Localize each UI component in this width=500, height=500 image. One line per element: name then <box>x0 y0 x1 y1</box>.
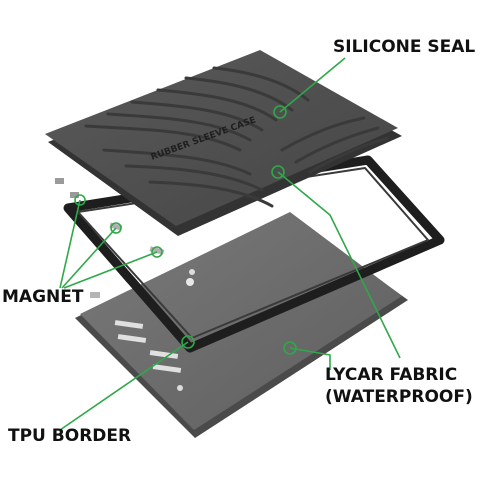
magnet-piece <box>90 292 100 298</box>
fabric-rivet <box>186 278 194 286</box>
callout-magnet-line-3 <box>63 251 158 289</box>
fabric-slot <box>152 364 182 373</box>
callout-lines <box>59 57 401 431</box>
callout-fabric-dot <box>283 341 297 355</box>
callout-frame-dot <box>271 165 285 179</box>
fabric-slot <box>117 334 147 343</box>
callout-tpu-dot <box>181 335 195 349</box>
magnet-piece <box>70 192 79 198</box>
label-silicone-seal: SILICONE SEAL <box>333 37 476 57</box>
label-lycra-fabric: LYCAR FABRIC (WATERPROOF) <box>325 364 473 408</box>
callout-seal-line <box>279 57 346 113</box>
fabric-rivet <box>177 385 183 391</box>
label-lycra-line-2: (WATERPROOF) <box>325 387 473 407</box>
callout-frame-line <box>277 171 401 359</box>
callout-tpu-line <box>59 341 189 431</box>
fabric-rivet <box>189 269 195 275</box>
fabric-slot <box>114 320 144 329</box>
callout-seal-dot <box>273 105 287 119</box>
callout-fabric-line <box>289 347 331 370</box>
label-magnet: MAGNET <box>2 287 84 307</box>
callout-magnet-line-1 <box>59 199 81 289</box>
magnet-piece <box>55 178 64 184</box>
callout-magnet-dot-3 <box>151 246 163 258</box>
silicone-seal-panel: RUBBER SLEEVE CASE <box>45 50 402 236</box>
label-tpu-border: TPU BORDER <box>8 426 132 446</box>
fabric-slot <box>149 350 179 359</box>
callout-magnet-line-2 <box>61 227 117 289</box>
callout-magnet-dot-2 <box>110 222 122 234</box>
label-lycra-line-1: LYCAR FABRIC <box>325 365 458 385</box>
callout-magnet-dot-1 <box>74 194 86 206</box>
